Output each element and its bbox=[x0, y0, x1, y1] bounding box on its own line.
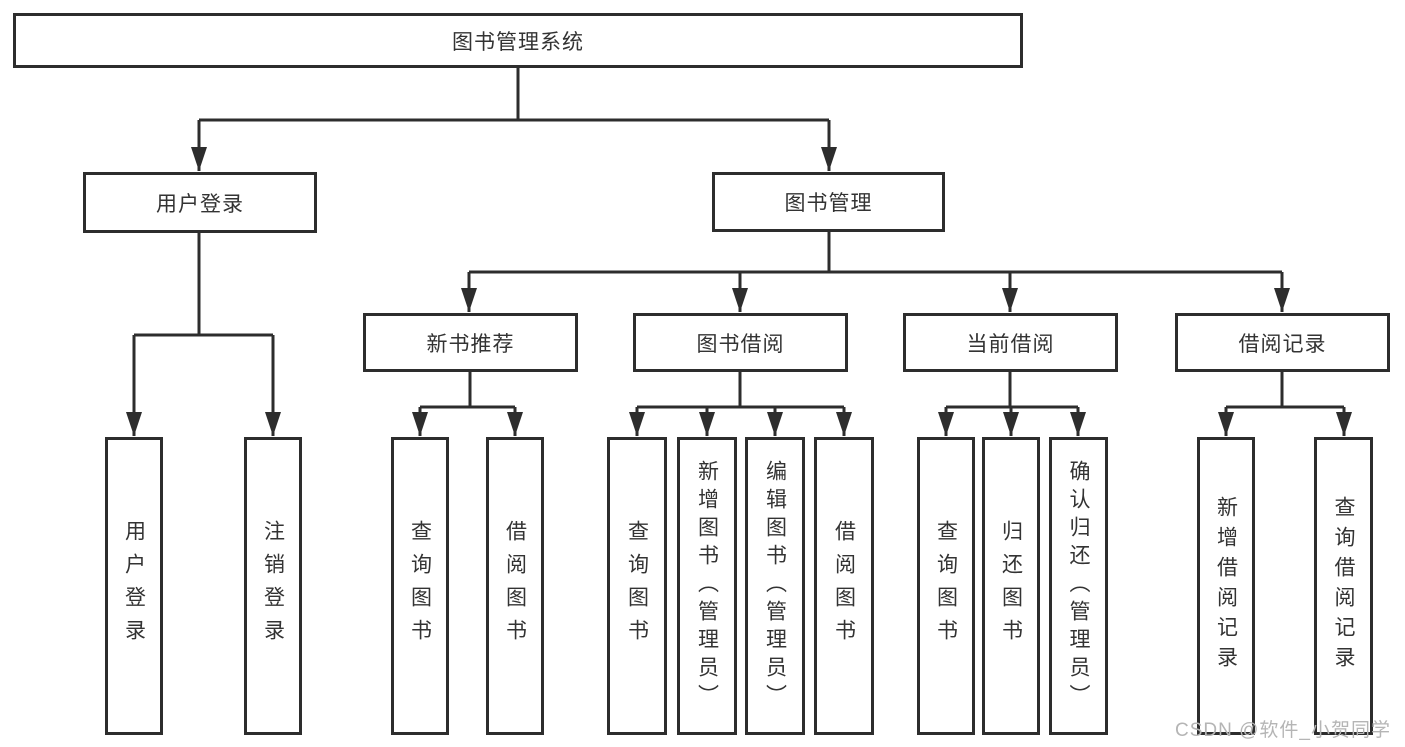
node-leaf-add-borrow-record-label: 新增借阅记录 bbox=[1214, 496, 1238, 676]
node-leaf-borrow-books: 借阅图书 bbox=[814, 437, 874, 735]
node-leaf-borrow-books-recommend-label: 借阅图书 bbox=[503, 520, 527, 652]
node-leaf-query-books-current-label: 查询图书 bbox=[934, 520, 958, 652]
node-leaf-query-books-borrow: 查询图书 bbox=[607, 437, 667, 735]
node-borrow-records-label: 借阅记录 bbox=[1238, 332, 1327, 356]
node-leaf-query-books-recommend: 查询图书 bbox=[391, 437, 449, 735]
node-new-book-recommend-label: 新书推荐 bbox=[426, 332, 515, 356]
node-leaf-query-borrow-record-label: 查询借阅记录 bbox=[1332, 496, 1355, 676]
node-leaf-add-book-admin: 新增图书（管理员） bbox=[677, 437, 737, 735]
node-user-login-label: 用户登录 bbox=[156, 192, 244, 216]
node-book-borrow-label: 图书借阅 bbox=[696, 332, 785, 356]
csdn-watermark: CSDN @软件_小贺同学 bbox=[1175, 720, 1391, 741]
node-root-label: 图书管理系统 bbox=[452, 30, 584, 54]
node-current-borrow: 当前借阅 bbox=[903, 313, 1118, 372]
node-leaf-logout: 注销登录 bbox=[244, 437, 302, 735]
node-leaf-user-login: 用户登录 bbox=[105, 437, 163, 735]
node-leaf-add-book-admin-label: 新增图书（管理员） bbox=[695, 460, 719, 712]
node-leaf-return-books-label: 归还图书 bbox=[999, 520, 1023, 652]
node-new-book-recommend: 新书推荐 bbox=[363, 313, 578, 372]
node-leaf-edit-book-admin-label: 编辑图书（管理员） bbox=[763, 460, 787, 712]
node-book-management-label: 图书管理 bbox=[784, 192, 873, 215]
node-root-library-system: 图书管理系统 bbox=[13, 13, 1023, 68]
node-borrow-records: 借阅记录 bbox=[1175, 313, 1390, 372]
node-leaf-confirm-return-admin-label: 确认归还（管理员） bbox=[1067, 460, 1090, 712]
node-leaf-borrow-books-label: 借阅图书 bbox=[832, 520, 856, 652]
node-leaf-query-books-current: 查询图书 bbox=[917, 437, 975, 735]
node-leaf-query-borrow-record: 查询借阅记录 bbox=[1314, 437, 1373, 735]
node-leaf-query-books-recommend-label: 查询图书 bbox=[408, 520, 432, 652]
node-leaf-logout-label: 注销登录 bbox=[261, 520, 285, 652]
node-book-management: 图书管理 bbox=[712, 172, 945, 232]
node-leaf-add-borrow-record: 新增借阅记录 bbox=[1197, 437, 1255, 735]
node-leaf-borrow-books-recommend: 借阅图书 bbox=[486, 437, 544, 735]
node-leaf-return-books: 归还图书 bbox=[982, 437, 1040, 735]
node-leaf-confirm-return-admin: 确认归还（管理员） bbox=[1049, 437, 1108, 735]
node-leaf-query-books-borrow-label: 查询图书 bbox=[625, 520, 649, 652]
node-current-borrow-label: 当前借阅 bbox=[966, 332, 1055, 356]
node-leaf-user-login-label: 用户登录 bbox=[122, 520, 146, 652]
node-book-borrow: 图书借阅 bbox=[633, 313, 848, 372]
node-leaf-edit-book-admin: 编辑图书（管理员） bbox=[745, 437, 805, 735]
node-user-login: 用户登录 bbox=[83, 172, 317, 233]
